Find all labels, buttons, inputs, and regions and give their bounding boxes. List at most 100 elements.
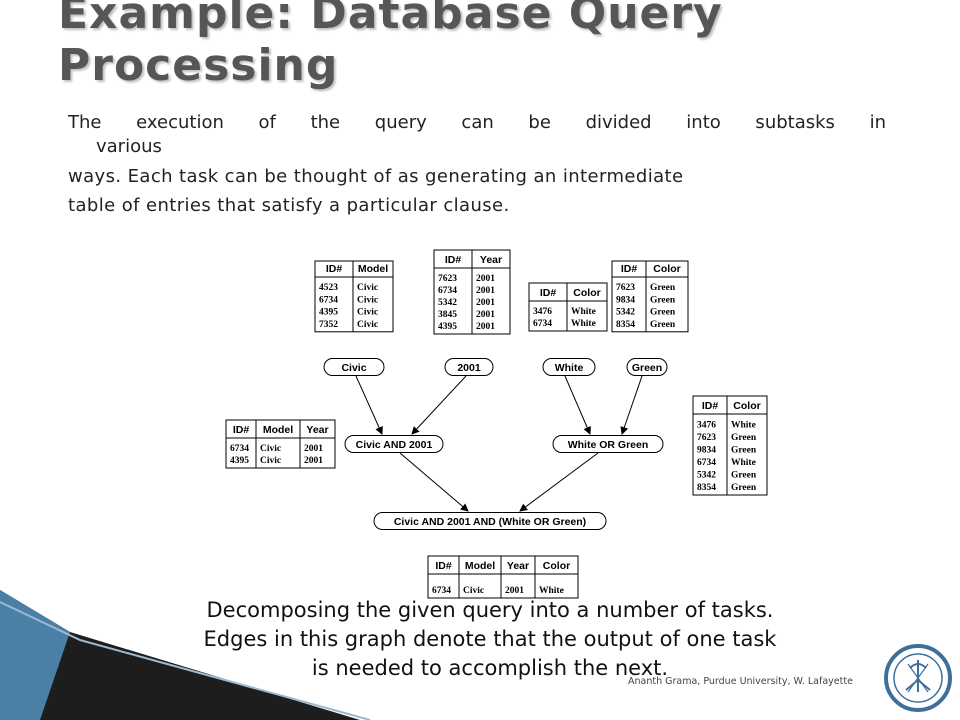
table-cell: White xyxy=(571,319,596,329)
table-cell: Civic xyxy=(260,444,281,454)
table-cell: 2001 xyxy=(476,298,495,308)
table-cell: 7623 xyxy=(697,433,716,443)
caption-line-3: is needed to accomplish the next. xyxy=(311,656,669,680)
table-cell: 7623 xyxy=(616,283,635,293)
table-cell: 2001 xyxy=(304,444,323,454)
table-header-cell: ID# xyxy=(621,263,638,275)
table-header-cell: Year xyxy=(306,424,328,436)
table-header-cell: Model xyxy=(263,424,293,436)
table-cell: 5342 xyxy=(616,308,635,318)
table-header-cell: Color xyxy=(733,400,760,412)
task-node-label: Green xyxy=(632,362,662,374)
table-cell: 7352 xyxy=(319,320,338,330)
task-node-label: 2001 xyxy=(457,362,481,374)
table-cell: Civic xyxy=(357,320,378,330)
table-cell: Green xyxy=(650,295,676,305)
task-node-label: Civic AND 2001 xyxy=(356,439,433,451)
table-cell: 6734 xyxy=(230,444,249,454)
table-cell: 6734 xyxy=(533,319,552,329)
table-header-cell: ID# xyxy=(326,263,343,275)
caption-line-1: Decomposing the given query into a numbe… xyxy=(206,598,774,622)
table-cell: 2001 xyxy=(476,322,495,332)
table-cell: 9834 xyxy=(616,295,635,305)
table-header-cell: ID# xyxy=(540,287,557,299)
table-header-cell: Color xyxy=(543,560,570,572)
table-cell: 5342 xyxy=(697,471,716,481)
university-seal-logo xyxy=(884,644,952,712)
table-cell: 3845 xyxy=(438,310,457,320)
task-node-year-2001: 2001 xyxy=(444,358,494,376)
table-header-cell: ID# xyxy=(702,400,719,412)
table-cell: White xyxy=(731,421,756,431)
table-header-cell: Model xyxy=(465,560,495,572)
table-header-cell: Color xyxy=(653,263,680,275)
slide-caption: Decomposing the given query into a numbe… xyxy=(100,596,880,683)
table-cell: 8354 xyxy=(616,320,635,330)
table-header-cell: ID# xyxy=(233,424,250,436)
table-cell: 8354 xyxy=(697,483,716,493)
footer-credit: Ananth Grama, Purdue University, W. Lafa… xyxy=(628,676,853,687)
table-cell: Civic xyxy=(357,308,378,318)
table-header-cell: ID# xyxy=(435,560,452,572)
slide-title-line-2: Processing xyxy=(58,40,339,91)
table-cell: 2001 xyxy=(505,586,524,596)
table-cell: 2001 xyxy=(476,286,495,296)
dependency-edge xyxy=(564,375,591,435)
table-cell: 9834 xyxy=(697,446,716,456)
task-node-label: Civic xyxy=(341,362,366,374)
table-cell: 4395 xyxy=(438,322,457,332)
intro-line-2: ways. Each task can be thought of as gen… xyxy=(68,166,684,187)
table-cell: 4395 xyxy=(319,308,338,318)
dependency-edge xyxy=(355,375,383,435)
intro-line-3: table of entries that satisfy a particul… xyxy=(68,195,510,216)
table-cell: White xyxy=(731,458,756,468)
intro-line-1-wrap: various xyxy=(96,136,162,157)
dependency-edge xyxy=(399,452,469,512)
table-cell: Green xyxy=(650,320,676,330)
task-node-final: Civic AND 2001 AND (White OR Green) xyxy=(373,512,607,530)
task-node-label: White OR Green xyxy=(568,439,649,451)
task-node-label: White xyxy=(555,362,584,374)
table-cell: Green xyxy=(731,471,757,481)
caption-line-2: Edges in this graph denote that the outp… xyxy=(203,627,777,651)
task-node-white: White xyxy=(542,358,596,376)
dependency-edge xyxy=(519,452,599,512)
table-header-cell: Year xyxy=(507,560,529,572)
table-cell: Green xyxy=(731,446,757,456)
slide-title: Example: Database Query Processing xyxy=(58,0,938,92)
task-node-white-or-green: White OR Green xyxy=(552,435,664,453)
table-cell: 6734 xyxy=(438,286,457,296)
decorative-wedge xyxy=(0,590,371,720)
table-cell: 6734 xyxy=(432,586,451,596)
dependency-edge xyxy=(411,375,467,435)
table-cell: 7623 xyxy=(438,274,457,284)
table-cell: 2001 xyxy=(476,274,495,284)
table-cell: Civic xyxy=(260,456,281,466)
slide-title-line-1: Example: Database Query xyxy=(58,0,723,39)
table-cell: 3476 xyxy=(697,421,716,431)
table-cell: 5342 xyxy=(438,298,457,308)
table-cell: Green xyxy=(731,433,757,443)
table-header-cell: Model xyxy=(358,263,388,275)
dependency-edge xyxy=(620,375,643,435)
dependency-edges xyxy=(355,375,643,512)
table-cell: Civic xyxy=(357,283,378,293)
table-cell: 3476 xyxy=(533,307,552,317)
table-cell: Civic xyxy=(463,586,484,596)
table-cell: Green xyxy=(731,483,757,493)
table-cell: Civic xyxy=(357,295,378,305)
table-cell: Green xyxy=(650,308,676,318)
table-cell: 4395 xyxy=(230,456,249,466)
task-node-civic-and-2001: Civic AND 2001 xyxy=(344,435,444,453)
table-cell: White xyxy=(571,307,596,317)
